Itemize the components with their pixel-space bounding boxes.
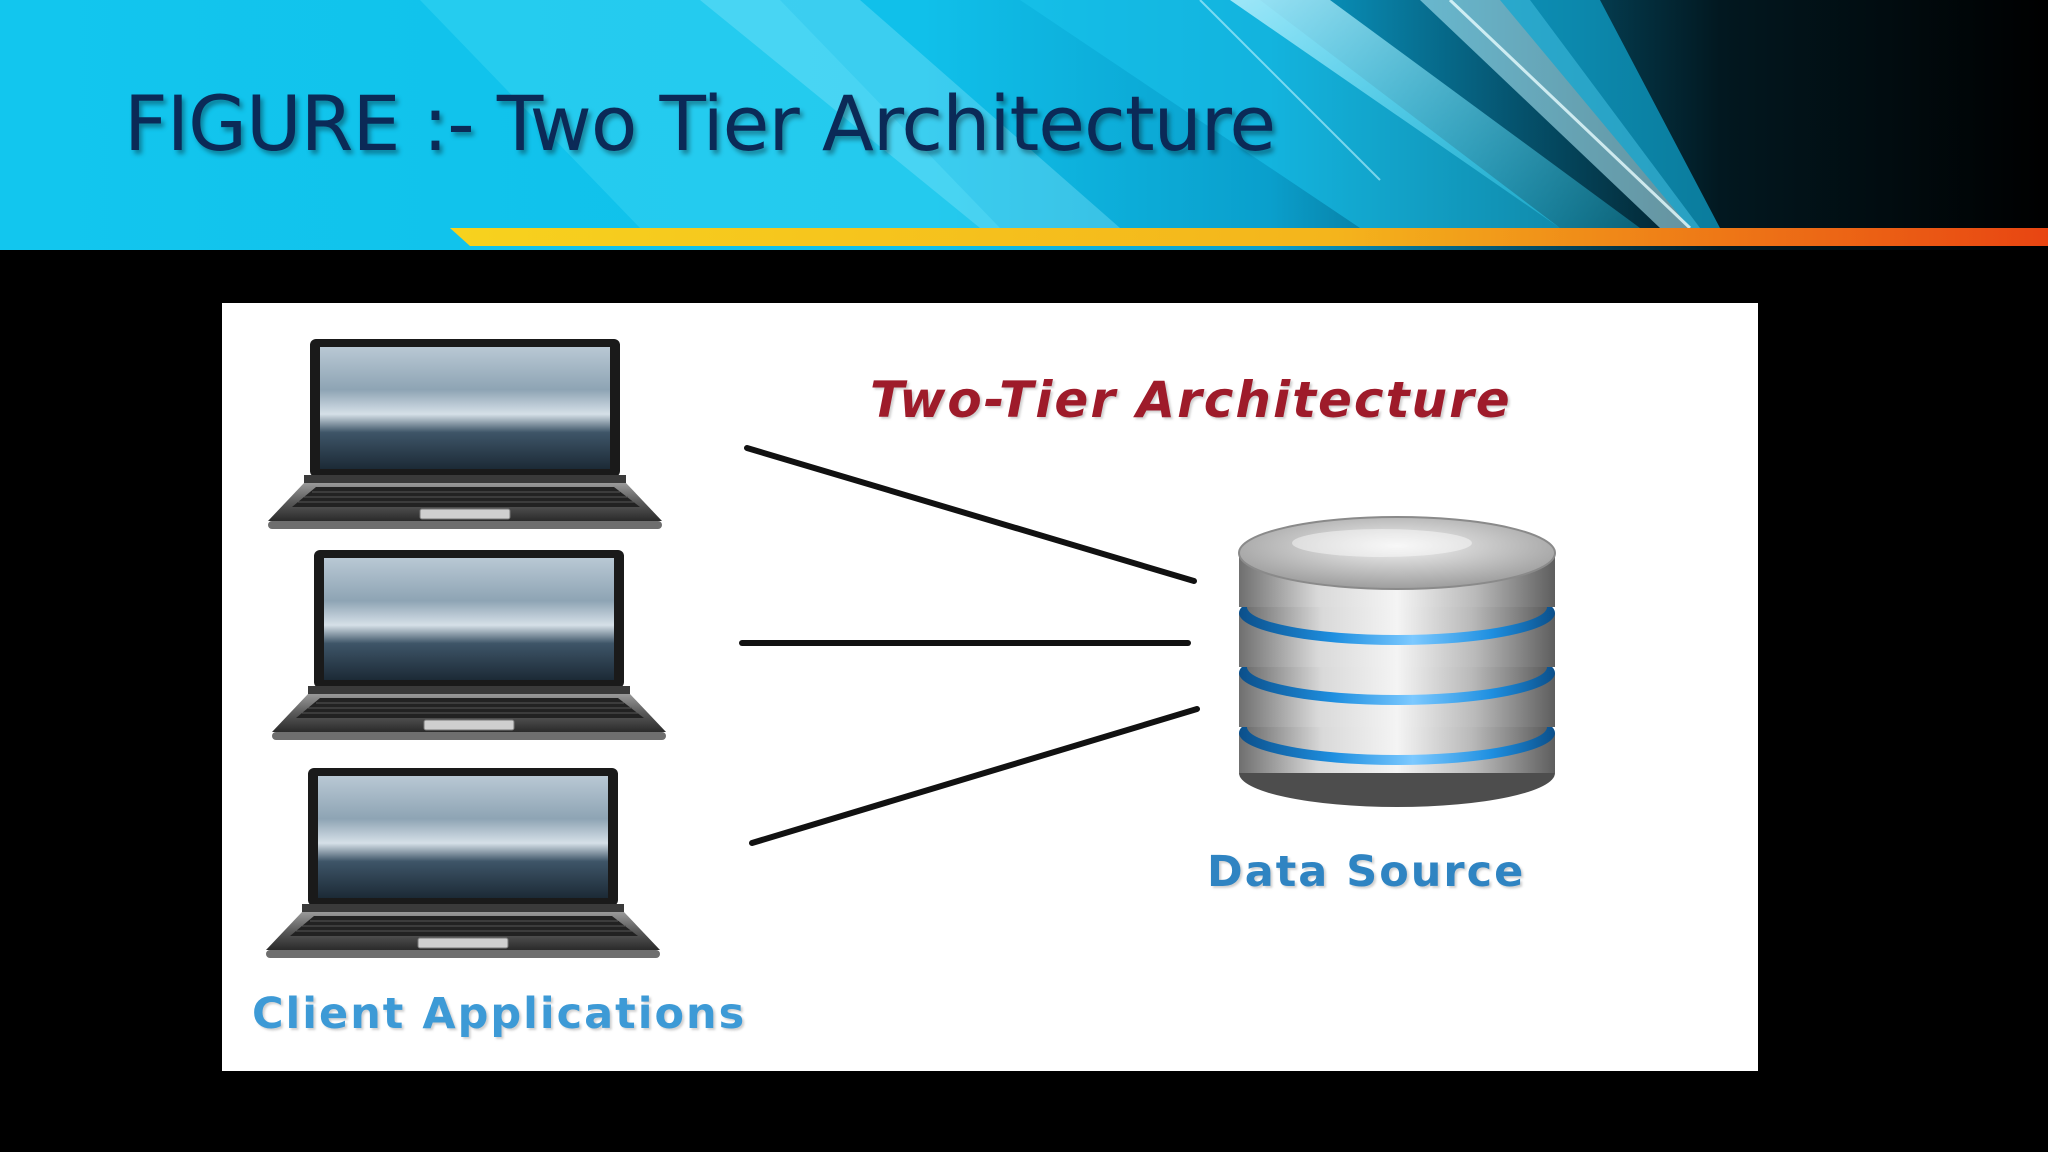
laptop-icon-2 bbox=[271, 549, 667, 741]
diagram-graphics bbox=[265, 338, 1556, 959]
data-source-label: Data Source bbox=[1207, 847, 1526, 897]
diagram-title: Two-Tier Architecture bbox=[870, 371, 1512, 429]
database-icon bbox=[1238, 516, 1556, 807]
client-applications-label: Client Applications bbox=[252, 989, 747, 1039]
header-banner bbox=[0, 0, 2048, 250]
connection-line-3 bbox=[749, 706, 1200, 846]
laptop-icon-1 bbox=[267, 338, 663, 530]
laptop-icon-3 bbox=[265, 767, 661, 959]
slide-title: FIGURE :- Two Tier Architecture bbox=[124, 79, 1276, 168]
connection-line-1 bbox=[744, 445, 1197, 584]
architecture-figure: Two-Tier Architecture Data Source Client… bbox=[222, 303, 1758, 1071]
